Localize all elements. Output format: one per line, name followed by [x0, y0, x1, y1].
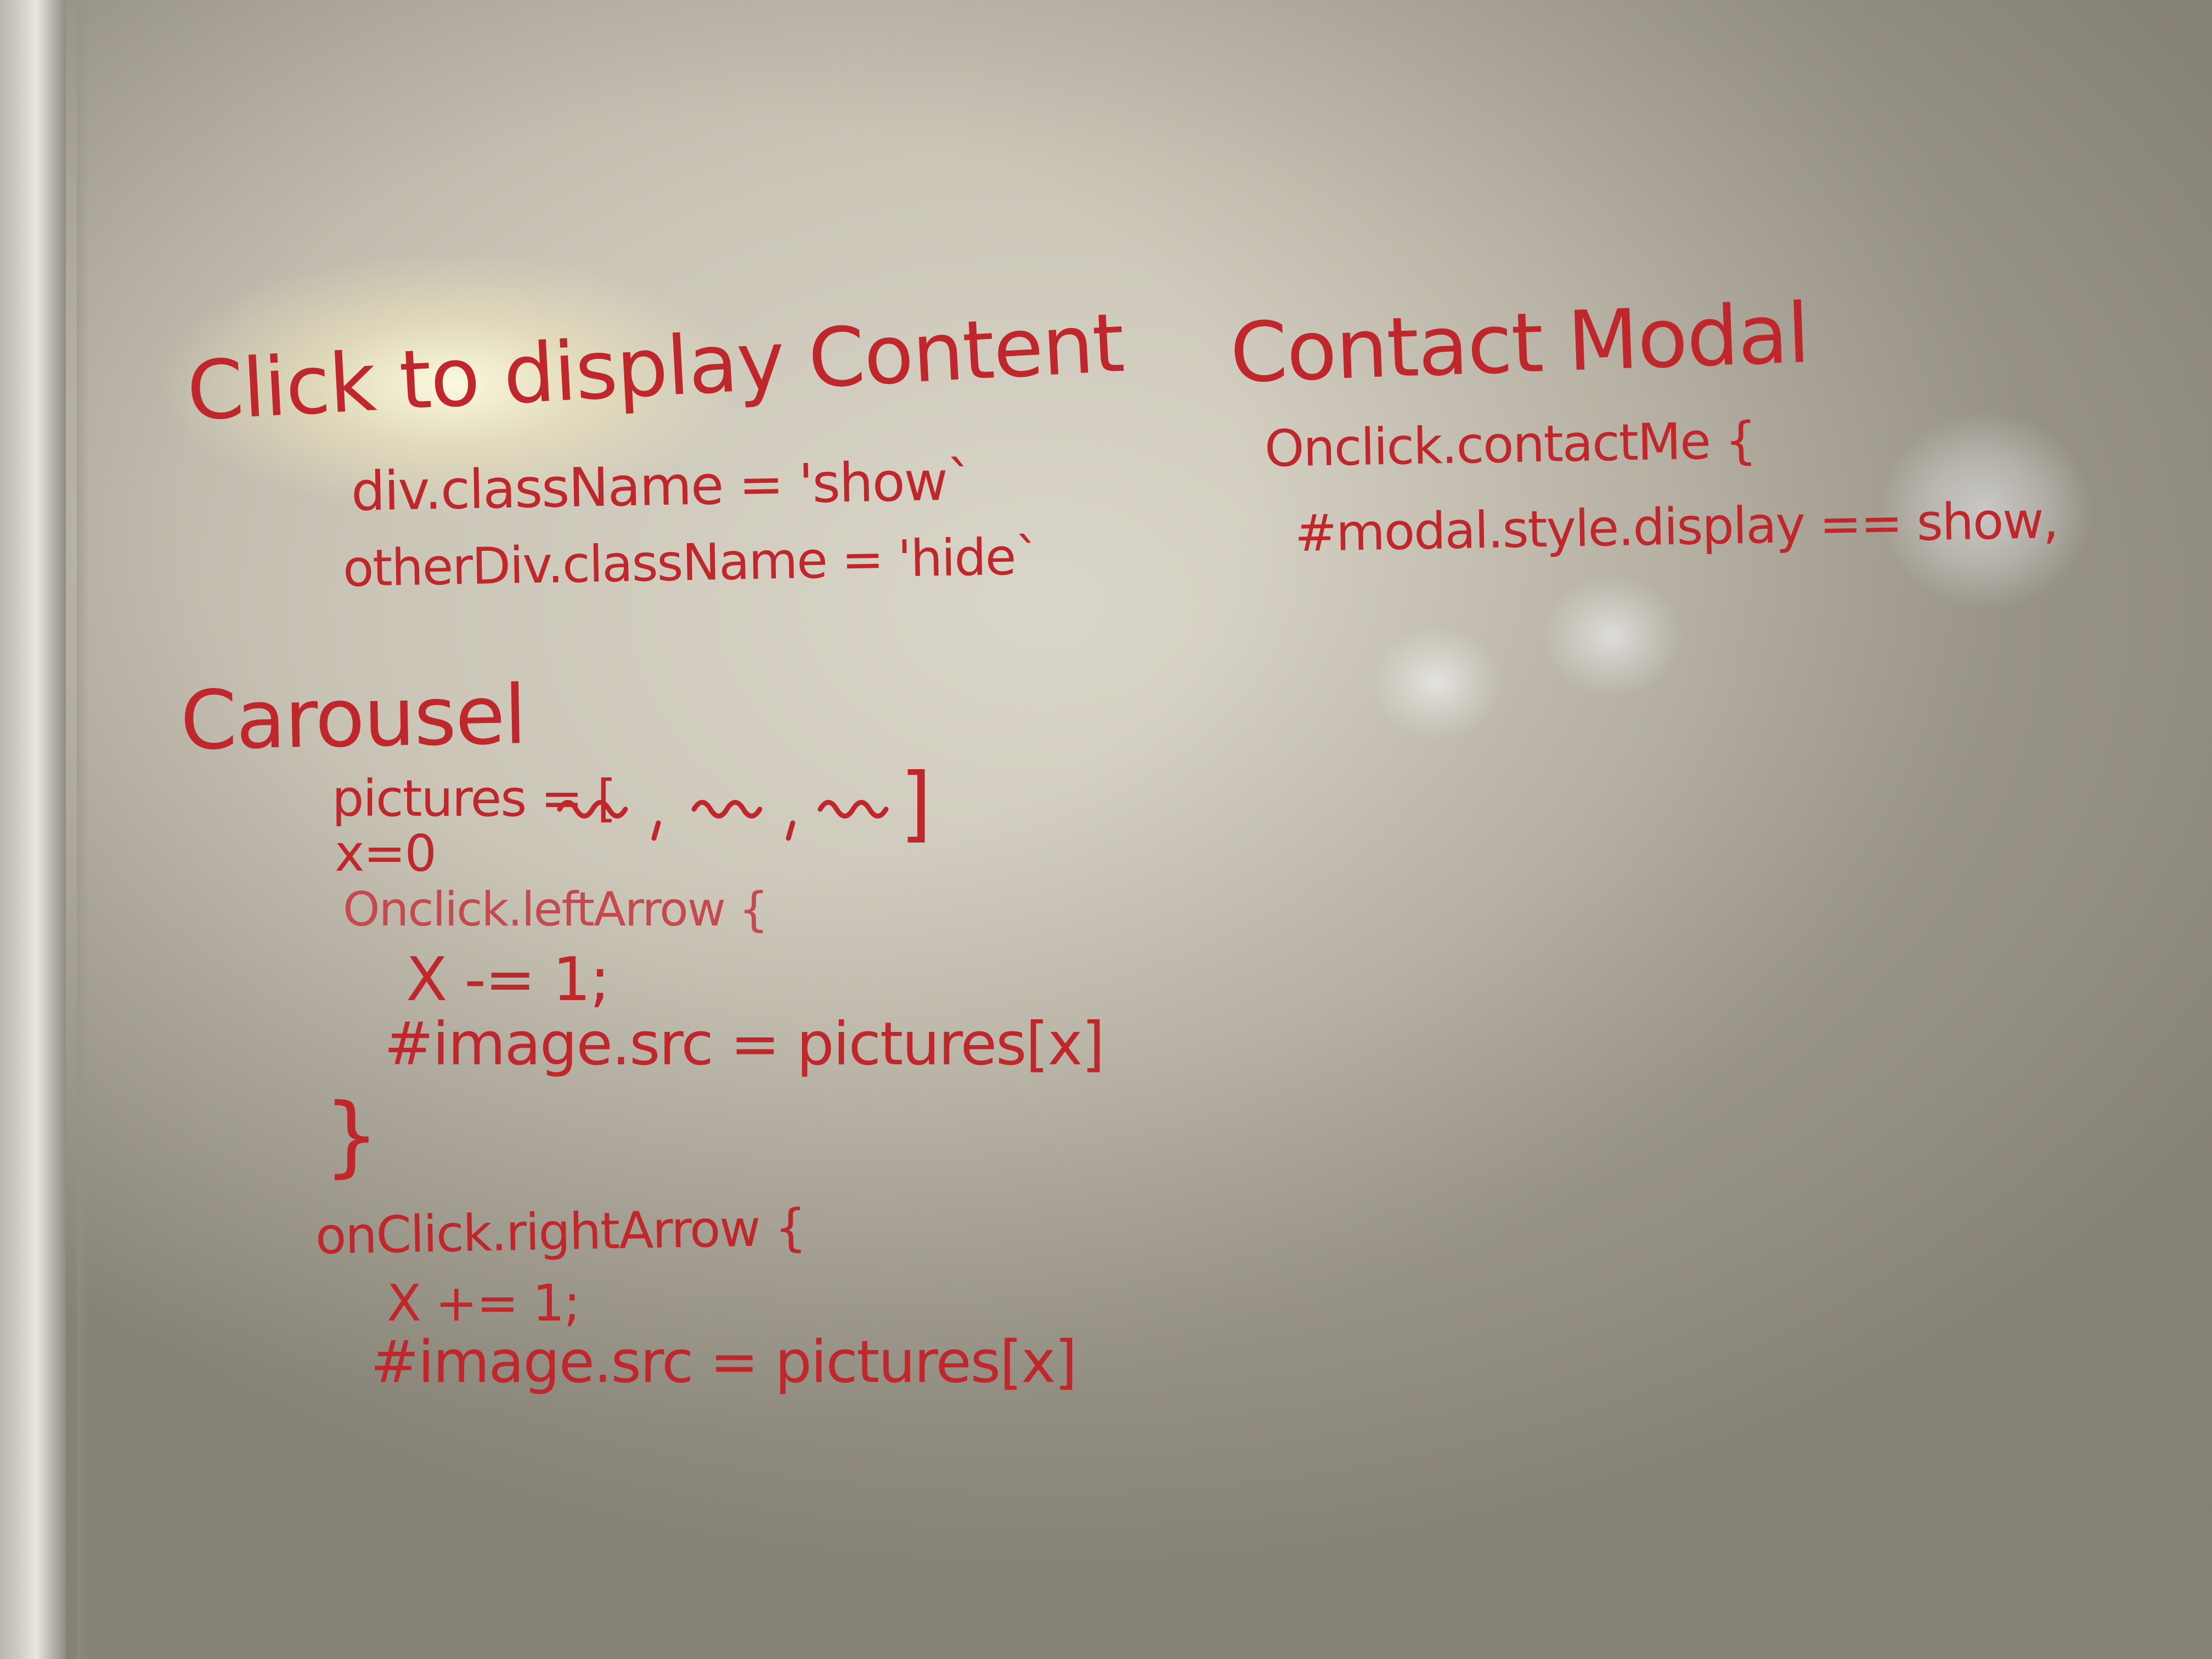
code-line-onclick-leftarrow: Onclick.leftArrow {: [343, 882, 769, 937]
comma-2: [786, 820, 795, 841]
wall-frame: [0, 0, 66, 1659]
comma-1: [651, 820, 661, 841]
code-line-onclick-rightarrow: onClick.rightArrow {: [315, 1198, 806, 1266]
code-line-x-increment: X += 1;: [387, 1274, 580, 1333]
code-line-image-src-right: #image.src = pictures[x]: [370, 1328, 1077, 1396]
code-line-image-src-left: #image.src = pictures[x]: [384, 1010, 1105, 1079]
code-line-close-brace: }: [324, 1084, 380, 1187]
squiggle-3: [817, 800, 889, 819]
squiggle-1: [557, 800, 628, 819]
code-line-onclick-contactme: Onclick.contactMe {: [1264, 411, 1757, 478]
code-line-x-decrement: X -= 1;: [406, 944, 610, 1014]
board-edge-shadow: [77, 0, 89, 1659]
code-line-pictures-open: pictures = [: [332, 769, 617, 828]
code-line-modal-display: #modal.style.display == show,: [1294, 490, 2058, 563]
code-line-pictures-close: ]: [900, 756, 932, 851]
squiggle-2: [691, 800, 763, 819]
heading-contact-modal: Contact Modal: [1228, 286, 1811, 402]
code-line-x-init: x=0: [335, 824, 437, 883]
